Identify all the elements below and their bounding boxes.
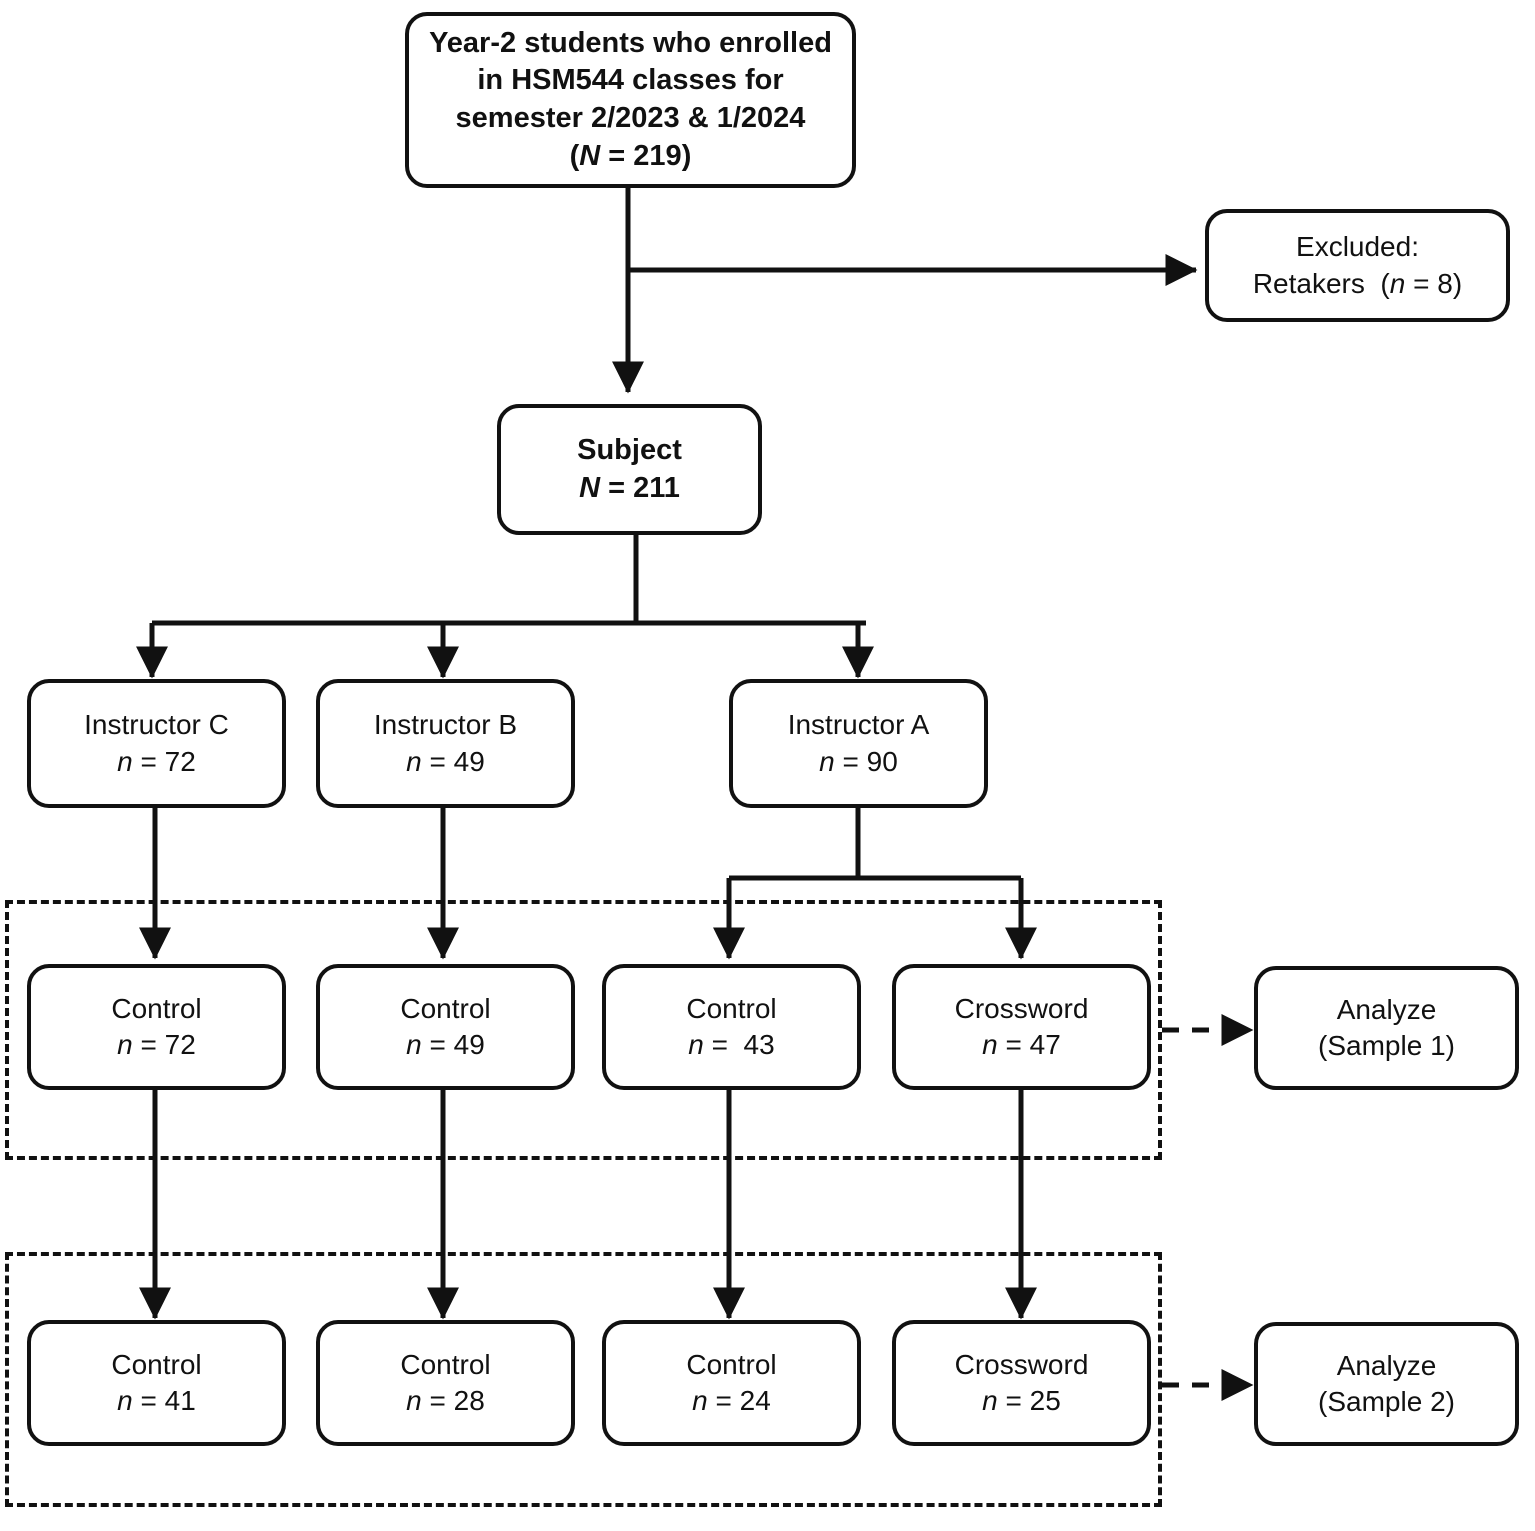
sample1-crossword-47[interactable]: Crossword n = 47 [892,964,1151,1090]
instructor-c-stat: n = 72 [117,744,196,780]
sample2-control-28-n-symbol: n [406,1385,422,1416]
sample2-crossword-25-n-symbol: n [982,1385,998,1416]
excluded-line-2: Retakers (n = 8) [1253,266,1462,302]
sample2-control-24-stat: n = 24 [692,1383,771,1419]
sample1-control-43-stat: n = 43 [688,1027,774,1063]
subject-n-symbol: N [579,471,601,504]
sample1-control-43-n-value: = 43 [703,1029,775,1060]
enrolled-count-value: = 219 [600,139,682,172]
sample1-control-49-stat: n = 49 [406,1027,485,1063]
sample1-control-49-n-symbol: n [406,1029,422,1060]
subject-label: Subject [577,433,682,466]
instructor-c-label: Instructor C [84,709,229,741]
enrolled-line-3: semester 2/2023 & 1/2024 [455,102,806,134]
subject-box[interactable]: Subject N = 211 [497,404,762,535]
subject-count: N = 211 [579,470,680,508]
subject-n-value: = 211 [600,471,680,504]
instructor-a-stat: n = 90 [819,744,898,780]
sample2-control-28-n-value: = 28 [421,1385,485,1416]
excluded-retakers-box[interactable]: Excluded: Retakers (n = 8) [1205,209,1510,322]
sample1-control-72-stat: n = 72 [117,1027,196,1063]
sample2-control-28-stat: n = 28 [406,1383,485,1419]
sample2-control-24[interactable]: Control n = 24 [602,1320,861,1446]
sample2-control-41-n-value: = 41 [132,1385,196,1416]
sample1-control-72-n-value: = 72 [132,1029,196,1060]
sample2-crossword-25-label: Crossword [954,1348,1089,1380]
instructor-b-box[interactable]: Instructor B n = 49 [316,679,575,808]
instructor-a-box[interactable]: Instructor A n = 90 [729,679,988,808]
instructor-b-n-value: = 49 [421,745,485,777]
sample-2-dashed-region [5,1252,1162,1507]
sample1-control-49[interactable]: Control n = 49 [316,964,575,1090]
enrolled-count-prefix: ( [569,139,580,172]
excluded-n-value: = 8 [1405,267,1453,299]
sample2-control-24-label: Control [686,1348,777,1380]
sample2-crossword-25-stat: n = 25 [982,1383,1061,1419]
sample2-control-24-n-value: = 24 [707,1385,771,1416]
instructor-c-box[interactable]: Instructor C n = 72 [27,679,286,808]
enrolled-count-symbol: N [579,139,601,172]
excluded-prefix: Retakers ( [1252,267,1390,299]
enrolled-students-box[interactable]: Year-2 students who enrolled in HSM544 c… [405,12,856,188]
enrolled-line-2: in HSM544 classes for [477,64,784,97]
enrolled-count-suffix: ) [681,139,692,172]
sample1-crossword-47-label: Crossword [954,992,1089,1024]
analyze-2-line-2: (Sample 2) [1318,1386,1455,1417]
sample2-control-28[interactable]: Control n = 28 [316,1320,575,1446]
sample2-crossword-25[interactable]: Crossword n = 25 [892,1320,1151,1446]
instructor-a-label: Instructor A [787,709,930,741]
analyze-1-line-2: (Sample 1) [1318,1030,1455,1061]
instructor-c-n-value: = 72 [132,745,196,777]
analyze-1-line-1: Analyze [1336,993,1437,1025]
sample1-control-43[interactable]: Control n = 43 [602,964,861,1090]
sample1-crossword-47-n-symbol: n [982,1029,998,1060]
instructor-a-n-symbol: n [819,745,835,777]
sample1-control-49-n-value: = 49 [421,1029,485,1060]
sample2-control-24-n-symbol: n [692,1385,708,1416]
enrolled-count: (N = 219) [570,138,692,176]
sample2-control-41[interactable]: Control n = 41 [27,1320,286,1446]
analyze-sample-2-box[interactable]: Analyze (Sample 2) [1254,1322,1519,1446]
sample1-crossword-47-stat: n = 47 [982,1027,1061,1063]
sample1-control-49-label: Control [400,992,491,1024]
sample1-control-72-n-symbol: n [117,1029,133,1060]
instructor-b-label: Instructor B [373,709,518,741]
sample2-control-41-label: Control [111,1348,202,1380]
sample1-control-72-label: Control [111,992,202,1024]
excluded-line-1: Excluded: [1296,231,1419,263]
analyze-2-line-1: Analyze [1336,1349,1437,1381]
sample2-control-28-label: Control [400,1348,491,1380]
sample1-control-43-n-symbol: n [688,1029,704,1060]
sample1-crossword-47-n-value: = 47 [997,1029,1061,1060]
instructor-c-n-symbol: n [117,745,133,777]
instructor-b-n-symbol: n [406,745,422,777]
excluded-n-symbol: n [1389,267,1406,299]
excluded-suffix: ) [1452,267,1463,299]
sample1-control-72[interactable]: Control n = 72 [27,964,286,1090]
analyze-sample-1-box[interactable]: Analyze (Sample 1) [1254,966,1519,1090]
sample2-crossword-25-n-value: = 25 [997,1385,1061,1416]
enrolled-line-1: Year-2 students who enrolled [429,26,832,59]
instructor-b-stat: n = 49 [406,744,485,780]
sample2-control-41-stat: n = 41 [117,1383,196,1419]
sample-1-dashed-region [5,900,1162,1160]
sample1-control-43-label: Control [686,992,777,1024]
sample2-control-41-n-symbol: n [117,1385,133,1416]
instructor-a-n-value: = 90 [834,745,898,777]
